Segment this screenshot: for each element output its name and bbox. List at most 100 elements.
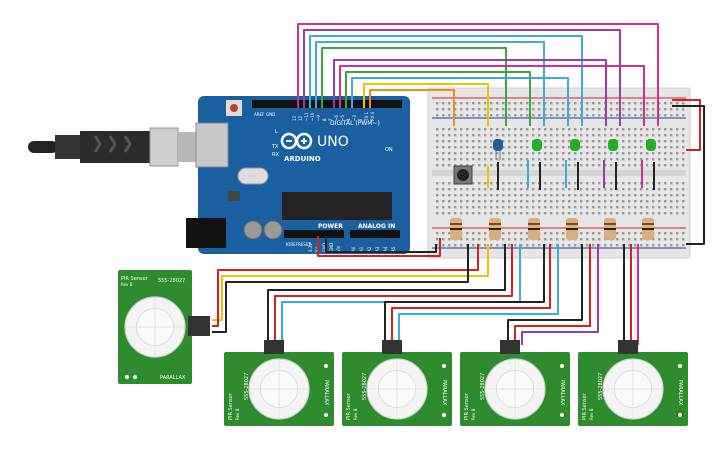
resistor-4: [566, 218, 578, 240]
reset-label: RESET: [298, 242, 311, 247]
wire-black-sensor4: [507, 244, 583, 345]
resistor-5: [604, 218, 616, 240]
digital-header-label: DIGITAL (PWM~): [330, 120, 380, 127]
sensor-part: 555-28027: [244, 373, 250, 400]
analog-pin-label: A5: [391, 246, 396, 252]
resistor-6: [642, 218, 654, 240]
wire-green-1: [321, 47, 507, 126]
wire-magenta-2: [339, 65, 645, 126]
resistor-3: [528, 218, 540, 240]
wire-red-sensor2: [274, 244, 513, 345]
wire-red-sensor4: [514, 244, 591, 345]
analog-pin-label: A1: [359, 246, 364, 252]
analog-pin-label: A0: [351, 246, 356, 252]
wire-yellow-1: [363, 83, 489, 126]
wire-red-rail: [672, 99, 701, 151]
sensor-maker: PARALLAX: [441, 380, 447, 406]
sensor-title: PIR Sensor: [121, 276, 149, 282]
wire-orange-1: [369, 89, 455, 126]
digital-pin-label: 2: [358, 118, 363, 121]
wire-cyan-1: [309, 35, 583, 126]
power-pin-label: Vin: [336, 245, 341, 252]
aref-label: AREF: [254, 112, 265, 117]
sensor-title: PIR Sensor: [346, 392, 352, 420]
sensor-rev: Rev B: [589, 408, 594, 420]
led-green-1: [532, 139, 542, 151]
digital-pin-label: ~5: [340, 115, 345, 121]
digital-pin-label: TX 1: [364, 112, 369, 122]
analog-pin-label: A3: [375, 246, 380, 252]
sensor-maker: PARALLAX: [677, 380, 683, 406]
sensor-rev: Rev B: [471, 408, 476, 420]
led-blue: [493, 139, 503, 160]
wires: [212, 23, 705, 345]
push-button[interactable]: [453, 165, 473, 185]
wire-purple-sensor4: [521, 244, 599, 345]
wire-black-rail: [672, 105, 705, 245]
sensor-title: PIR Sensor: [582, 392, 588, 420]
digital-pin-label: 13: [292, 115, 297, 121]
rx-label: RX: [272, 152, 279, 158]
sensor-maker: PARALLAX: [559, 380, 565, 406]
sensor-part: 555-28027: [598, 373, 604, 400]
digital-pin-label: ~9: [316, 115, 321, 121]
digital-pin-label: ~3: [352, 115, 357, 121]
digital-pin-label: 8: [322, 118, 327, 121]
arduino-model: UNO: [317, 134, 349, 150]
sensor-title: PIR Sensor: [464, 392, 470, 420]
resistor-1: [450, 218, 462, 240]
l-label: L: [275, 129, 278, 135]
wire-cyan-3: [351, 77, 569, 126]
wire-cyan-2: [315, 41, 545, 126]
digital-pin-label: ~11: [304, 112, 309, 121]
on-label: ON: [385, 147, 393, 153]
sensor-maker: PARALLAX: [160, 375, 186, 381]
wire-green-2: [345, 71, 531, 126]
wire-cyan-sensor2: [281, 244, 521, 345]
resistor-2: [489, 218, 501, 240]
digital-pin-label: ~6: [334, 115, 339, 121]
wire-black-power: [325, 236, 437, 253]
gnd-label: GND: [266, 112, 275, 117]
tx-label: TX: [271, 144, 279, 150]
sensor-part: 555-28027: [480, 373, 486, 400]
sensor-maker: PARALLAX: [323, 380, 329, 406]
wire-cyan-sensor3: [398, 244, 559, 345]
digital-pin-label: RX 0: [370, 111, 375, 121]
wire-purple-2: [333, 59, 607, 126]
sensor-rev: Rev B: [121, 282, 133, 287]
ioref-label: IOREF: [286, 242, 299, 247]
wire-black-sensor2: [267, 244, 506, 345]
sensor-rev: Rev B: [235, 408, 240, 420]
power-pin-label: 3.3V: [308, 243, 313, 252]
led-green-2: [570, 139, 580, 151]
digital-pin-label: 4: [346, 118, 351, 121]
sensor-rev: Rev B: [353, 408, 358, 420]
wire-black-sensor3: [384, 244, 545, 345]
wire-purple-1: [303, 29, 621, 126]
sensor-part: 555-28027: [362, 373, 368, 400]
arduino-brand-text: ARDUINO: [284, 155, 321, 163]
wire-black-sensor1: [212, 244, 469, 333]
arduino-board: UNO ARDUINO DIGITAL (PWM~) POWER ANALOG …: [186, 96, 410, 254]
wire-magenta-1: [297, 23, 659, 126]
digital-pin-label: 7: [328, 118, 333, 121]
analog-header-label: ANALOG IN: [358, 223, 395, 230]
digital-pin-label: ~10: [310, 112, 315, 121]
power-pin-label: GND: [322, 243, 327, 252]
wire-red-power: [317, 236, 441, 257]
analog-pin-label: A4: [383, 246, 388, 252]
sensor-part: 555-28027: [158, 278, 185, 284]
power-pin-label: GND: [329, 243, 334, 252]
digital-pin-label: 12: [298, 115, 303, 121]
sensor-title: PIR Sensor: [228, 392, 234, 420]
power-header-label: POWER: [318, 223, 343, 230]
led-green-4: [646, 139, 656, 151]
